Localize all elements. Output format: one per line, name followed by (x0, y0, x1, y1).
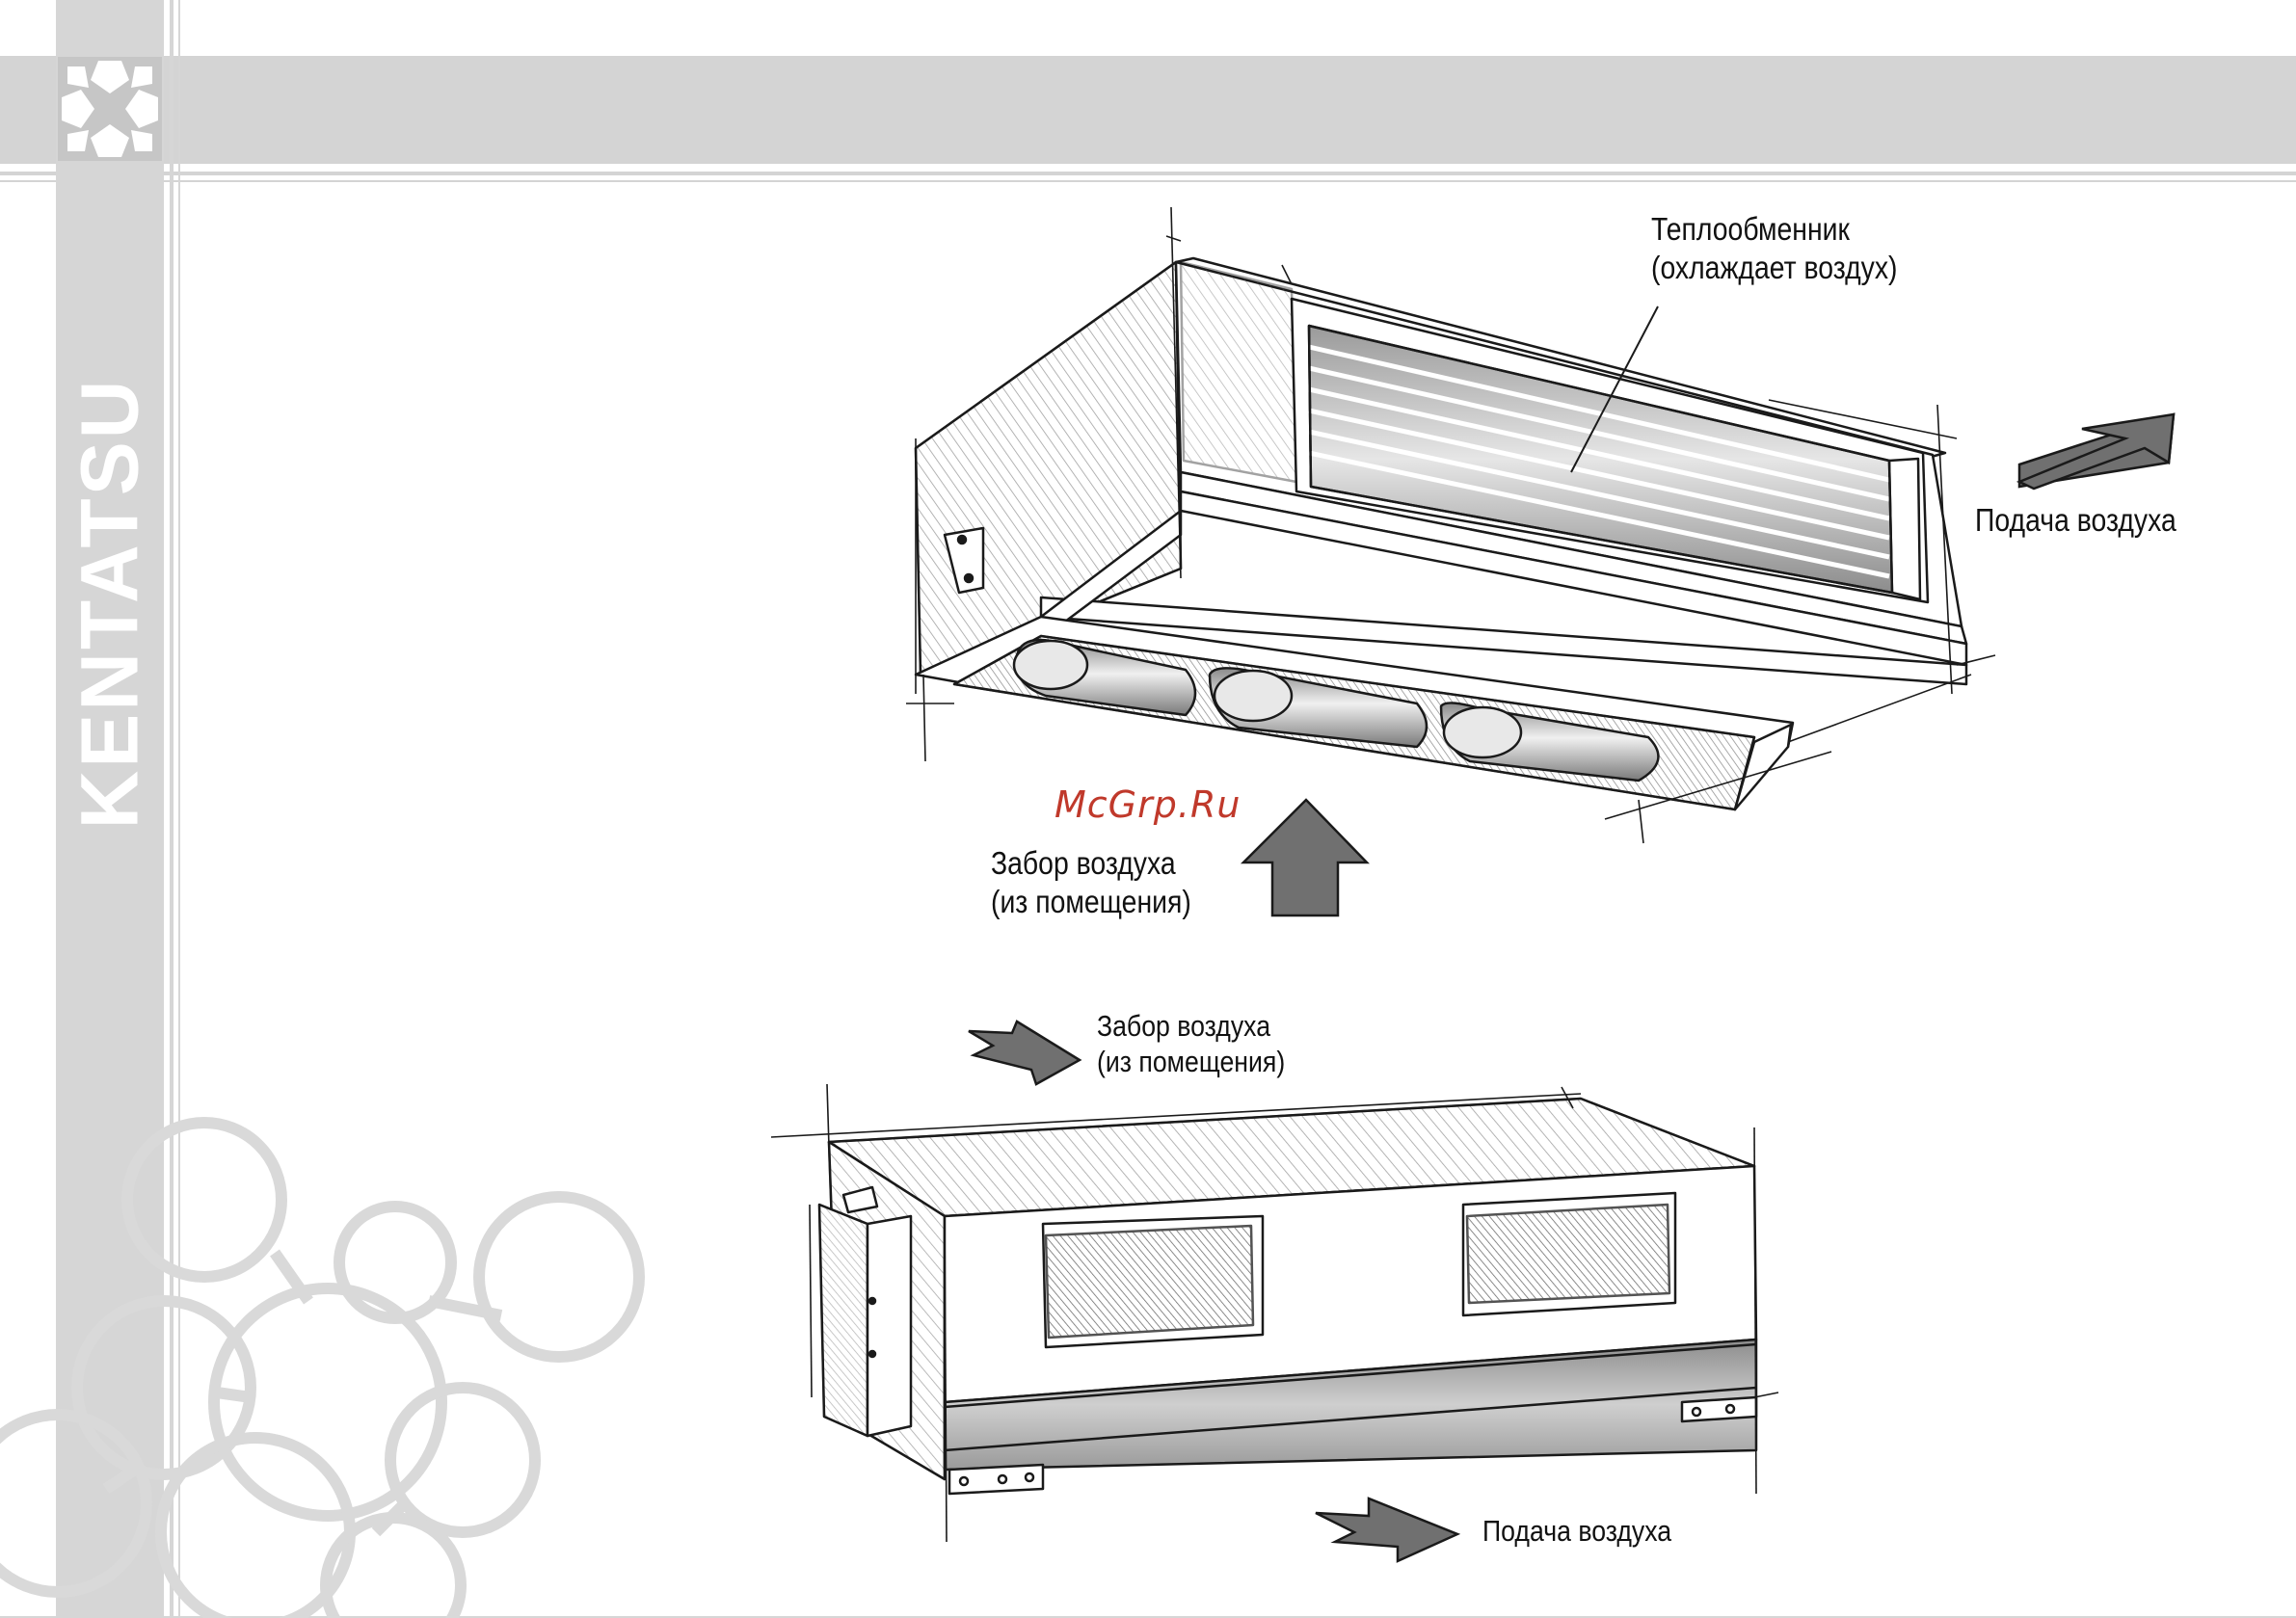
heat-exchanger-label: Теплообменник (охлаждает воздух) (1651, 210, 1898, 286)
top-intake-label-line1: Забор воздуха (991, 844, 1191, 883)
bottom-intake-label-line1: Забор воздуха (1097, 1008, 1285, 1044)
bottom-intake-label: Забор воздуха (из помещения) (1097, 1008, 1285, 1079)
bottom-supply-label: Подача воздуха (1482, 1513, 1671, 1549)
watermark: McGrp.Ru (1055, 783, 1241, 826)
bottom-intake-label-line2: (из помещения) (1097, 1044, 1285, 1079)
heat-exchanger-label-line1: Теплообменник (1651, 210, 1898, 249)
top-intake-label: Забор воздуха (из помещения) (991, 844, 1191, 920)
heat-exchanger-label-line2: (охлаждает воздух) (1651, 249, 1898, 287)
top-intake-label-line2: (из помещения) (991, 883, 1191, 921)
bottom-supply-arrow-icon (1316, 1499, 1457, 1561)
bottom-intake-arrow-icon (969, 1021, 1080, 1084)
top-supply-label: Подача воздуха (1975, 501, 2176, 540)
